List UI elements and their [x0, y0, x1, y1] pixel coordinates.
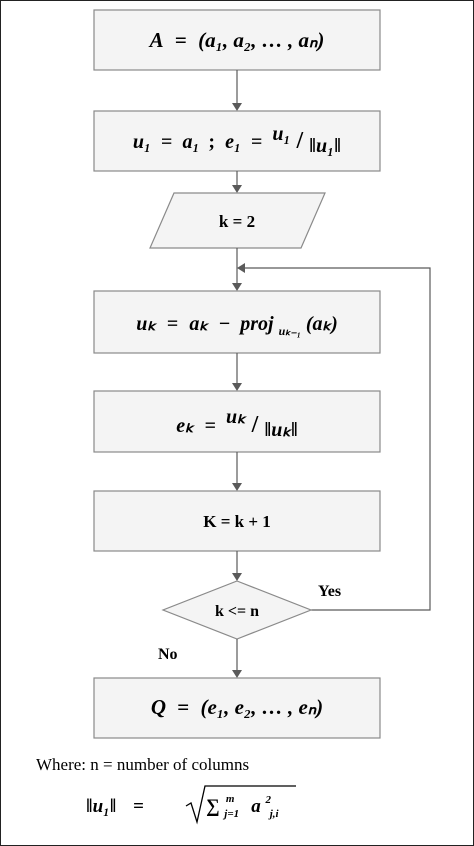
increment-box — [93, 490, 381, 552]
arrowhead-4 — [232, 383, 242, 391]
set-k-parallelogram — [149, 192, 326, 249]
radicand: ∑ j=1 m a 2 j,i — [206, 786, 279, 822]
arrowhead-2 — [232, 185, 242, 193]
arrowhead-6 — [232, 573, 242, 581]
arrowhead-7 — [232, 670, 242, 678]
norm-formula: ‖u₁‖ = ∑ j=1 m a 2 j,i — [86, 785, 296, 825]
where-note: Where: n = number of columns — [36, 755, 249, 774]
init-expression: u₁ = a₁ ; e₁ = u₁ / ‖u₁‖ — [133, 123, 341, 157]
radical-sign — [185, 785, 296, 825]
set-k-label: k = 2 — [219, 212, 255, 231]
no-label: No — [158, 646, 178, 663]
normalize-expression: eₖ = uₖ / ‖uₖ‖ — [176, 406, 298, 441]
input-expression: A = (a₁, a₂, … , aₙ) — [148, 28, 325, 52]
arrowhead-1 — [232, 103, 242, 111]
output-expression: Q = (e₁, e₂, … , eₙ) — [151, 695, 323, 719]
yes-label: Yes — [318, 583, 341, 600]
norm-lhs: ‖u₁‖ = — [86, 796, 144, 817]
loop-back-line — [244, 267, 431, 611]
increment-label: K = k + 1 — [203, 512, 271, 531]
decision-label: k <= n — [215, 603, 259, 620]
arrowhead-3 — [232, 283, 242, 291]
output-box — [93, 677, 381, 739]
init-box — [93, 110, 381, 172]
arrowhead-5 — [232, 483, 242, 491]
loop-back-arrowhead — [237, 263, 245, 273]
projection-expression: uₖ = aₖ − proj uₖ₋₁ (aₖ) — [136, 313, 337, 340]
